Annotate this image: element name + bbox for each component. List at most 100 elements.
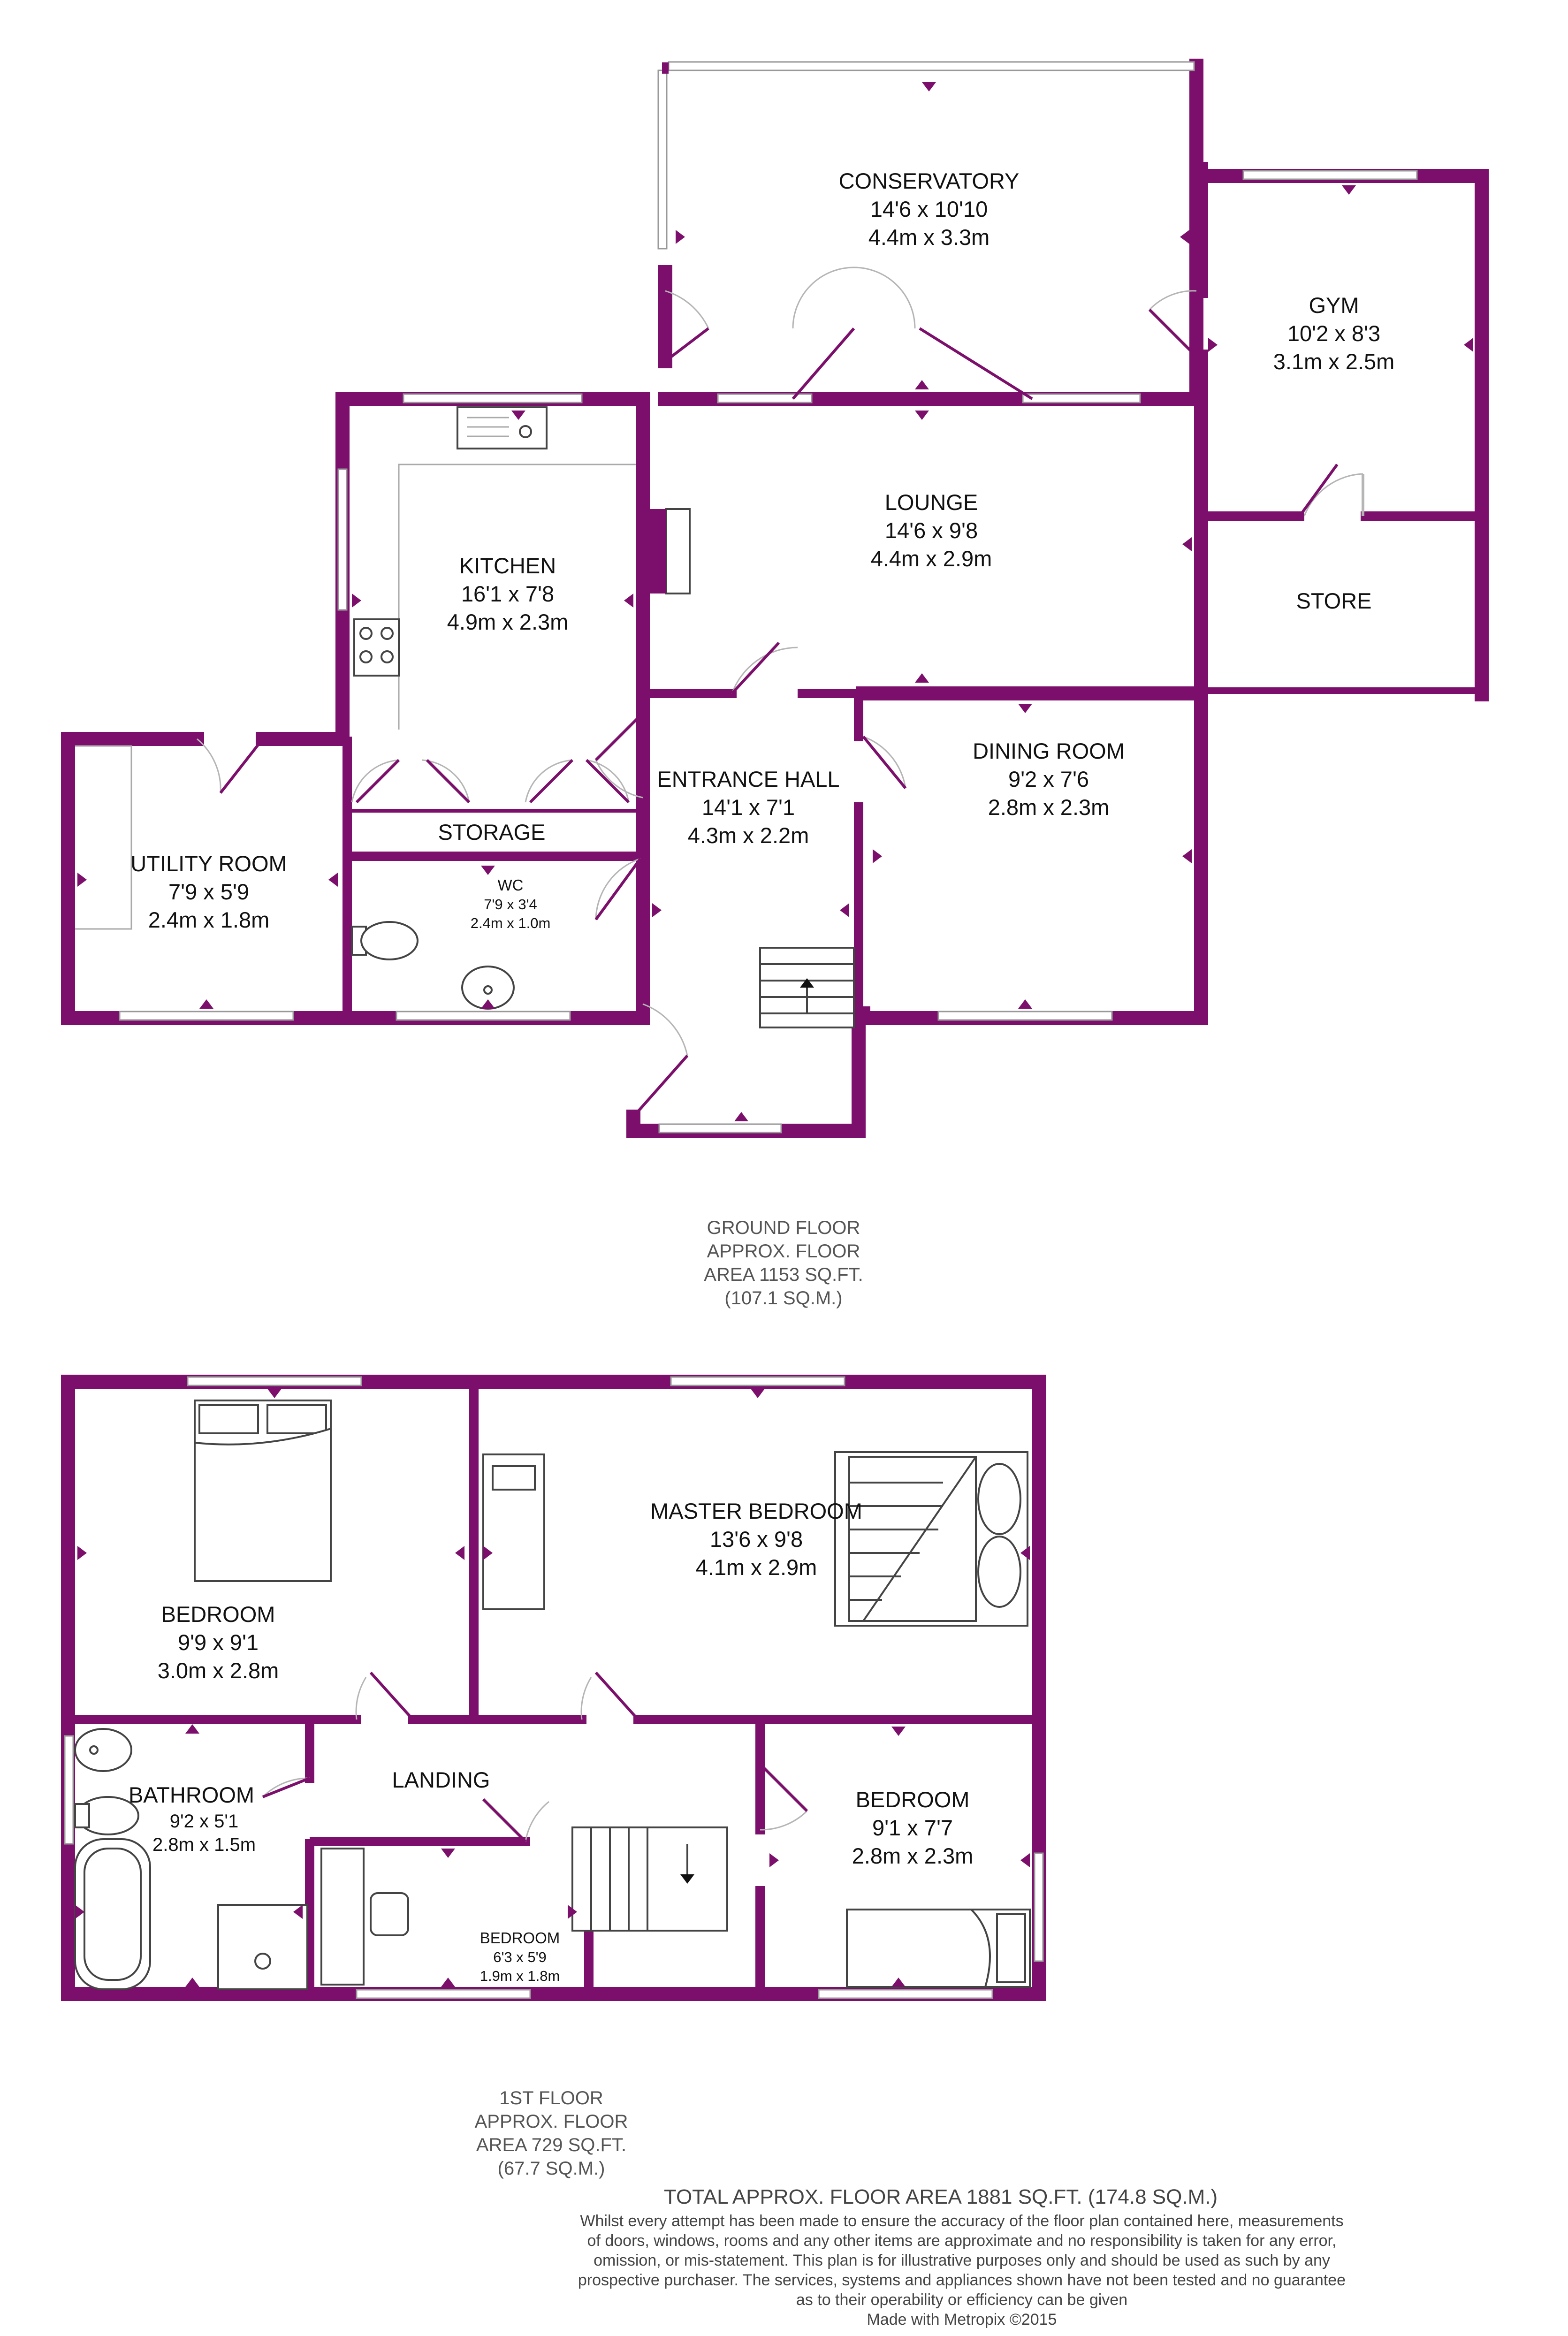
landing-stairs-icon — [571, 1826, 728, 1932]
room-label-gym: GYM 10'2 x 8'3 3.1m x 2.5m — [1273, 293, 1395, 374]
svg-text:STORAGE: STORAGE — [438, 820, 546, 845]
double-bed-icon — [194, 1400, 332, 1582]
bathroom-toilet-icon — [74, 1796, 139, 1835]
stairs-icon — [759, 947, 855, 1028]
room-label-utility-room: UTILITY ROOM 7'9 x 5'9 2.4m x 1.8m — [130, 851, 287, 932]
svg-text:of doors, windows, rooms and a: of doors, windows, rooms and any other i… — [587, 2232, 1337, 2250]
svg-text:APPROX. FLOOR: APPROX. FLOOR — [475, 2111, 628, 2132]
svg-text:1.9m x 1.8m: 1.9m x 1.8m — [480, 1968, 560, 1984]
svg-text:STORE: STORE — [1296, 588, 1371, 613]
svg-text:UTILITY ROOM: UTILITY ROOM — [130, 851, 287, 876]
svg-text:AREA 1153 SQ.FT.: AREA 1153 SQ.FT. — [704, 1264, 863, 1285]
first-floor-doors — [262, 1671, 808, 1843]
fireplace-icon — [665, 508, 691, 594]
toilet-icon — [351, 921, 419, 960]
svg-text:9'9 x 9'1: 9'9 x 9'1 — [178, 1630, 259, 1655]
svg-text:13'6 x 9'8: 13'6 x 9'8 — [710, 1527, 803, 1552]
svg-text:Whilst every attempt has been: Whilst every attempt has been made to en… — [580, 2212, 1343, 2230]
first-floor-markers — [75, 1389, 1030, 1987]
svg-text:DINING ROOM: DINING ROOM — [973, 738, 1125, 763]
room-label-wc: WC 7'9 x 3'4 2.4m x 1.0m — [471, 876, 551, 931]
svg-text:MASTER BEDROOM: MASTER BEDROOM — [650, 1499, 862, 1523]
svg-text:WC: WC — [498, 876, 524, 894]
room-label-kitchen: KITCHEN 16'1 x 7'8 4.9m x 2.3m — [447, 553, 569, 634]
ground-floor-area: GROUND FLOOR APPROX. FLOOR AREA 1153 SQ.… — [704, 1217, 863, 1309]
entrance-hall-walls — [626, 687, 866, 1138]
svg-text:16'1 x 7'8: 16'1 x 7'8 — [461, 581, 554, 606]
svg-text:GYM: GYM — [1309, 293, 1359, 318]
svg-text:7'9 x 5'9: 7'9 x 5'9 — [168, 879, 249, 904]
single-bed-icon — [846, 1909, 1031, 1988]
small-bedroom-furniture — [320, 1848, 409, 1986]
room-label-lounge: LOUNGE 14'6 x 9'8 4.4m x 2.9m — [871, 490, 992, 571]
svg-text:LOUNGE: LOUNGE — [885, 490, 978, 515]
utility-wc-walls — [61, 732, 650, 1025]
svg-text:9'1 x 7'7: 9'1 x 7'7 — [872, 1815, 953, 1840]
svg-text:LANDING: LANDING — [392, 1767, 490, 1792]
master-bed-icon — [834, 1451, 1028, 1627]
ground-floor-doors — [197, 266, 1364, 1118]
svg-text:BATHROOM: BATHROOM — [129, 1782, 254, 1807]
svg-text:(67.7 SQ.M.): (67.7 SQ.M.) — [498, 2158, 605, 2179]
first-floor-area: 1ST FLOOR APPROX. FLOOR AREA 729 SQ.FT. … — [475, 2088, 628, 2179]
sink-icon — [457, 406, 548, 449]
svg-text:BEDROOM: BEDROOM — [856, 1787, 970, 1812]
room-label-dining-room: DINING ROOM 9'2 x 7'6 2.8m x 2.3m — [973, 738, 1125, 820]
svg-text:2.4m x 1.8m: 2.4m x 1.8m — [148, 907, 270, 932]
svg-text:ENTRANCE HALL: ENTRANCE HALL — [657, 767, 839, 791]
shower-icon — [217, 1904, 308, 1990]
room-label-conservatory: CONSERVATORY 14'6 x 10'10 4.4m x 3.3m — [839, 168, 1020, 250]
gym-walls — [1194, 169, 1489, 701]
svg-text:14'6 x 10'10: 14'6 x 10'10 — [870, 197, 988, 221]
desk-icon — [482, 1453, 545, 1610]
svg-text:10'2 x 8'3: 10'2 x 8'3 — [1287, 321, 1380, 346]
basin-icon — [461, 966, 515, 1010]
room-label-storage: STORAGE — [438, 820, 546, 845]
svg-text:KITCHEN: KITCHEN — [459, 553, 556, 578]
room-label-landing: LANDING — [392, 1767, 490, 1792]
svg-text:BEDROOM: BEDROOM — [161, 1602, 275, 1627]
svg-text:9'2 x 7'6: 9'2 x 7'6 — [1008, 767, 1089, 791]
svg-text:3.0m x 2.8m: 3.0m x 2.8m — [158, 1658, 279, 1683]
disclaimer: Whilst every attempt has been made to en… — [578, 2212, 1346, 2328]
svg-text:9'2 x 5'1: 9'2 x 5'1 — [170, 1811, 238, 1832]
room-label-master-bedroom: MASTER BEDROOM 13'6 x 9'8 4.1m x 2.9m — [650, 1499, 862, 1580]
total-floor-area: TOTAL APPROX. FLOOR AREA 1881 SQ.FT. (17… — [664, 2185, 1218, 2208]
svg-text:2.4m x 1.0m: 2.4m x 1.0m — [471, 915, 551, 931]
room-label-bedroom-left: BEDROOM 9'9 x 9'1 3.0m x 2.8m — [158, 1602, 279, 1683]
svg-text:3.1m x 2.5m: 3.1m x 2.5m — [1273, 349, 1395, 374]
svg-text:4.3m x 2.2m: 4.3m x 2.2m — [688, 823, 809, 848]
hob-icon — [353, 618, 400, 677]
kitchen-lounge-walls — [335, 392, 1206, 746]
svg-text:(107.1 SQ.M.): (107.1 SQ.M.) — [724, 1288, 842, 1309]
svg-text:4.4m x 2.9m: 4.4m x 2.9m — [871, 546, 992, 571]
svg-text:6'3 x 5'9: 6'3 x 5'9 — [493, 1949, 547, 1965]
room-label-bathroom: BATHROOM 9'2 x 5'1 2.8m x 1.5m — [129, 1782, 256, 1855]
svg-text:Made with Metropix ©2015: Made with Metropix ©2015 — [867, 2311, 1057, 2328]
room-label-store: STORE — [1296, 588, 1371, 613]
svg-text:APPROX. FLOOR: APPROX. FLOOR — [707, 1241, 860, 1262]
svg-text:CONSERVATORY: CONSERVATORY — [839, 168, 1020, 193]
svg-text:prospective purchaser. The ser: prospective purchaser. The services, sys… — [578, 2271, 1346, 2289]
dining-room-walls — [856, 686, 1208, 1025]
svg-text:14'6 x 9'8: 14'6 x 9'8 — [885, 518, 978, 543]
room-label-bedroom-right: BEDROOM 9'1 x 7'7 2.8m x 2.3m — [852, 1787, 974, 1868]
ground-floor-plan: CONSERVATORY 14'6 x 10'10 4.4m x 3.3m GY… — [61, 59, 1489, 1138]
svg-text:14'1 x 7'1: 14'1 x 7'1 — [702, 795, 795, 820]
bathroom-basin-icon — [74, 1728, 132, 1772]
svg-text:1ST FLOOR: 1ST FLOOR — [499, 2088, 603, 2108]
svg-text:as to their operability or eff: as to their operability or efficiency ca… — [796, 2291, 1127, 2309]
svg-text:GROUND FLOOR: GROUND FLOOR — [707, 1217, 860, 1238]
bath-icon — [74, 1838, 151, 1990]
room-label-bedroom-small: BEDROOM 6'3 x 5'9 1.9m x 1.8m — [480, 1929, 560, 1984]
svg-text:AREA 729 SQ.FT.: AREA 729 SQ.FT. — [476, 2135, 626, 2155]
kitchen-fittings — [353, 406, 636, 730]
svg-text:2.8m x 2.3m: 2.8m x 2.3m — [852, 1843, 974, 1868]
ground-floor-markers — [77, 82, 1473, 1121]
svg-text:7'9 x 3'4: 7'9 x 3'4 — [484, 896, 537, 913]
svg-text:4.4m x 3.3m: 4.4m x 3.3m — [868, 225, 990, 250]
svg-text:4.1m x 2.9m: 4.1m x 2.9m — [696, 1555, 817, 1580]
svg-text:4.9m x 2.3m: 4.9m x 2.3m — [447, 609, 569, 634]
first-floor-plan: MASTER BEDROOM 13'6 x 9'8 4.1m x 2.9m BE… — [61, 1375, 1046, 2001]
